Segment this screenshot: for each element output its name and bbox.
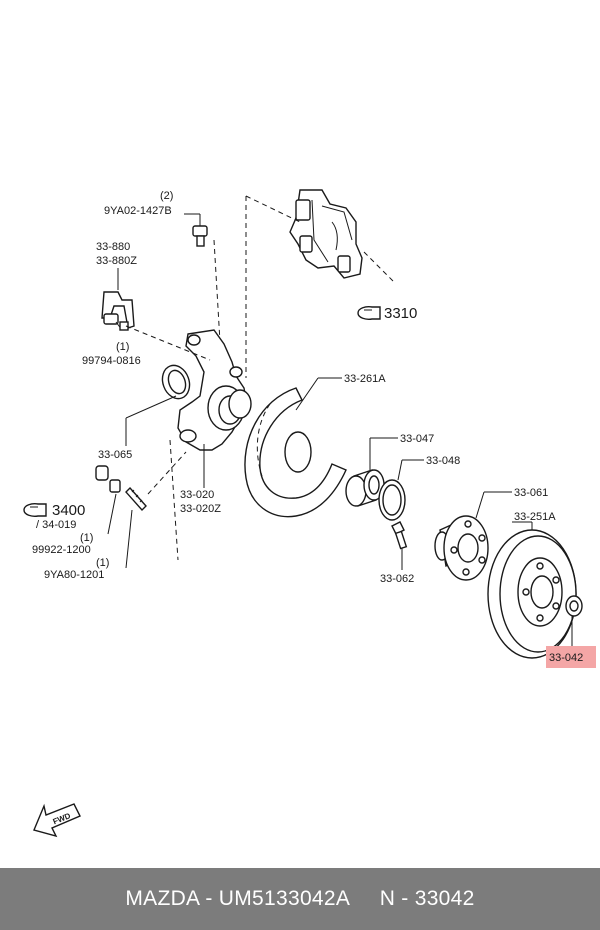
label-33-061: 33-061: [514, 487, 548, 499]
seal-33065: [161, 364, 191, 400]
label-33-047: 33-047: [400, 433, 434, 445]
bearing-33047: [345, 469, 385, 507]
label-1a: (1): [116, 341, 129, 353]
label-33-042: 33-042: [549, 652, 583, 664]
nut-99922: [95, 465, 121, 493]
label-33-062: 33-062: [380, 573, 414, 585]
label-33-880: 33-880: [96, 241, 130, 253]
ref-arrow-3310-icon: [357, 306, 381, 320]
brake-disc-33251a: [487, 529, 577, 659]
label-99794-0816: 99794-0816: [82, 355, 141, 367]
fwd-arrow-icon: FWD: [33, 803, 81, 838]
bracket-33880: [101, 268, 135, 331]
label-9ya02-1427b: 9YA02-1427B: [104, 205, 172, 217]
label-33-880z: 33-880Z: [96, 255, 137, 267]
label-3310: 3310: [384, 305, 417, 322]
label-33-048: 33-048: [426, 455, 460, 467]
bolt-9ya80: [125, 486, 147, 512]
footer-text: MAZDA - UM5133042A N - 33042: [125, 887, 475, 910]
diagram-canvas: FWD (2) 9YA02-1427B 33-880 33-880Z (1) 9…: [23, 189, 596, 838]
parts-diagram: FWD (2) 9YA02-1427B 33-880 33-880Z (1) 9…: [23, 189, 596, 838]
hub-nut-33042: [565, 595, 583, 617]
brake-caliper-3310: [289, 189, 363, 279]
splash-shield-33261a: [244, 387, 347, 518]
label-3400: 3400: [52, 502, 85, 519]
snap-ring-33048: [378, 479, 406, 521]
label-9ya80-1201: 9YA80-1201: [44, 569, 104, 581]
label-2: (2): [160, 190, 173, 202]
bolt-9ya02: [184, 213, 208, 247]
steering-knuckle: [177, 329, 252, 451]
highlight-33042: [546, 646, 596, 668]
label-33-251a: 33-251A: [514, 511, 556, 523]
label-33-261a: 33-261A: [344, 373, 386, 385]
label-99922-1200: 99922-1200: [32, 544, 91, 556]
label-1b: (1): [80, 532, 93, 544]
label-34-019: / 34-019: [36, 519, 76, 531]
footer-bar: MAZDA - UM5133042A N - 33042: [0, 868, 600, 930]
label-33-020: 33-020: [180, 489, 214, 501]
hub-bolt-33062: [391, 521, 408, 550]
ref-arrow-3400-icon: [23, 503, 47, 517]
label-33-065: 33-065: [98, 449, 132, 461]
label-1c: (1): [96, 557, 109, 569]
label-33-020z: 33-020Z: [180, 503, 221, 515]
wheel-hub-33061: [434, 515, 489, 581]
